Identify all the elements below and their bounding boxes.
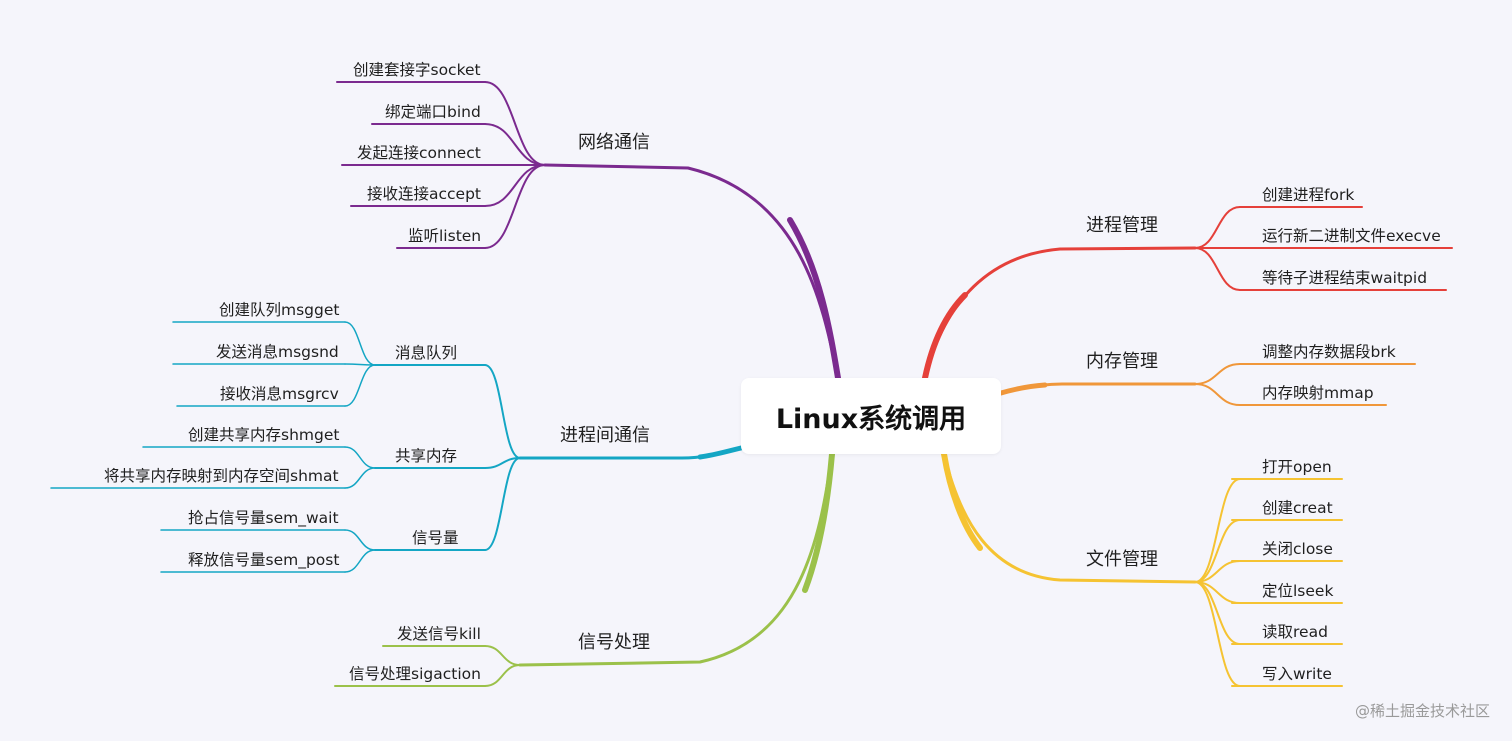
leaf-connector-file-5 <box>1194 581 1241 687</box>
branch-line-ipc-thick <box>697 445 744 460</box>
leaf-connector-ipc-1-0 <box>344 446 376 469</box>
leaf-connector-net-1 <box>484 123 546 166</box>
group-connector-ipc-0 <box>484 364 521 459</box>
leaf-proc-2[interactable]: 等待子进程结束waitpid <box>1262 269 1428 287</box>
leaf-connector-ipc-1-1 <box>344 467 376 489</box>
leaf-connector-ipc-2-0 <box>344 529 376 551</box>
branch-label-ipc[interactable]: 进程间通信 <box>560 425 650 446</box>
leaf-connector-net-4 <box>484 164 546 249</box>
leaf-ipc-2-1[interactable]: 释放信号量sem_post <box>188 551 340 569</box>
leaf-sig-1[interactable]: 信号处理sigaction <box>349 665 481 683</box>
branch-line-file-thick <box>941 451 983 551</box>
leaf-file-0[interactable]: 打开open <box>1262 458 1332 476</box>
leaf-connector-file-1 <box>1194 519 1241 583</box>
leaf-net-3[interactable]: 接收连接accept <box>367 185 481 203</box>
leaf-file-4[interactable]: 读取read <box>1262 623 1328 641</box>
branch-label-mem[interactable]: 内存管理 <box>1086 351 1158 372</box>
leaf-ipc-0-2[interactable]: 接收消息msgrcv <box>220 385 339 403</box>
leaf-file-5[interactable]: 写入write <box>1262 665 1332 683</box>
group-connector-ipc-1 <box>484 457 521 469</box>
branch-label-proc[interactable]: 进程管理 <box>1086 215 1158 236</box>
branch-label-net[interactable]: 网络通信 <box>578 132 650 153</box>
branch-label-sig[interactable]: 信号处理 <box>578 632 650 653</box>
leaf-mem-0[interactable]: 调整内存数据段brk <box>1262 343 1396 361</box>
group-connector-ipc-2 <box>484 457 521 551</box>
branch-line-proc-thick <box>922 292 968 381</box>
leaf-connector-ipc-0-2 <box>344 364 376 407</box>
leaf-net-1[interactable]: 绑定端口bind <box>385 103 481 121</box>
leaf-proc-0[interactable]: 创建进程fork <box>1262 186 1355 204</box>
leaf-ipc-1-1[interactable]: 将共享内存映射到内存空间shmat <box>104 467 339 485</box>
leaf-net-0[interactable]: 创建套接字socket <box>353 61 481 79</box>
leaf-ipc-1-0[interactable]: 创建共享内存shmget <box>188 426 340 444</box>
branch-line-sig <box>518 452 834 667</box>
leaf-connector-sig-0 <box>484 645 521 666</box>
leaf-file-1[interactable]: 创建creat <box>1262 499 1333 517</box>
leaf-connector-mem-1 <box>1194 383 1241 406</box>
leaf-file-3[interactable]: 定位lseek <box>1262 582 1334 600</box>
leaf-proc-1[interactable]: 运行新二进制文件execve <box>1262 227 1441 245</box>
leaf-mem-1[interactable]: 内存映射mmap <box>1262 384 1374 402</box>
root-node[interactable]: Linux系统调用 <box>741 378 1001 454</box>
leaf-file-2[interactable]: 关闭close <box>1262 540 1333 558</box>
group-label-ipc-2[interactable]: 信号量 <box>412 529 459 547</box>
leaf-connector-ipc-2-1 <box>344 549 376 573</box>
root-label: Linux系统调用 <box>775 403 967 435</box>
leaf-connector-mem-0 <box>1194 363 1241 385</box>
leaf-ipc-0-1[interactable]: 发送消息msgsnd <box>216 343 339 361</box>
leaf-net-2[interactable]: 发起连接connect <box>357 144 481 162</box>
leaf-connector-proc-0 <box>1194 206 1241 249</box>
leaf-connector-ipc-0-0 <box>344 321 376 366</box>
leaf-connector-net-3 <box>484 164 546 207</box>
leaf-ipc-2-0[interactable]: 抢占信号量sem_wait <box>188 509 339 527</box>
watermark: @稀土掘金技术社区 <box>1354 702 1490 720</box>
leaf-connector-proc-2 <box>1194 247 1241 291</box>
leaf-connector-sig-1 <box>484 664 521 687</box>
group-label-ipc-0[interactable]: 消息队列 <box>395 344 458 362</box>
branch-label-file[interactable]: 文件管理 <box>1086 549 1158 570</box>
leaf-sig-0[interactable]: 发送信号kill <box>397 625 481 643</box>
group-label-ipc-1[interactable]: 共享内存 <box>395 447 458 465</box>
branch-line-mem-thick <box>998 382 1048 396</box>
branch-line-sig-thick <box>802 451 835 593</box>
leaf-connector-file-0 <box>1194 478 1241 583</box>
leaf-ipc-0-0[interactable]: 创建队列msgget <box>219 301 340 319</box>
leaf-net-4[interactable]: 监听listen <box>408 227 482 245</box>
branch-line-net <box>543 163 840 380</box>
branch-line-net-thick <box>787 217 841 381</box>
leaf-connector-net-0 <box>484 81 546 166</box>
